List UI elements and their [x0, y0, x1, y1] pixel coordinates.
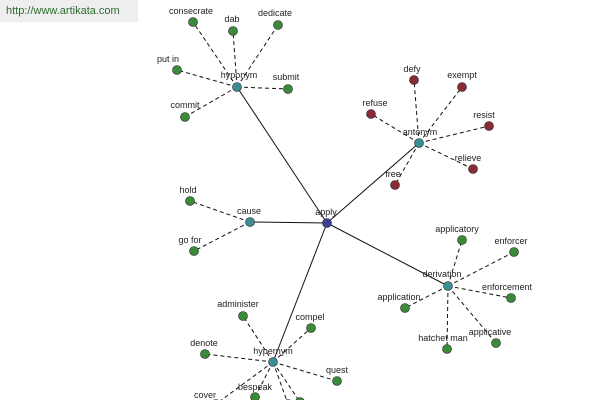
- edge-antonym-leaf: [394, 142, 420, 186]
- edge-hypernym-leaf: [204, 353, 274, 363]
- leaf-node[interactable]: [295, 397, 305, 400]
- leaf-node[interactable]: [506, 293, 516, 303]
- leaf-node[interactable]: [409, 75, 419, 85]
- edge-hypernym-leaf: [220, 361, 274, 400]
- leaf-label: consecrate: [169, 6, 213, 16]
- edge-antonym-leaf: [418, 142, 474, 170]
- edge-derivation-leaf: [447, 251, 515, 287]
- leaf-label: refuse: [362, 98, 387, 108]
- edge-antonym-leaf: [413, 79, 420, 144]
- category-label: hypernym: [253, 346, 293, 356]
- leaf-label: compel: [295, 312, 324, 322]
- leaf-label: bespeak: [238, 382, 273, 392]
- leaf-node[interactable]: [400, 303, 410, 313]
- leaf-node[interactable]: [457, 235, 467, 245]
- category-label: derivation: [422, 269, 461, 279]
- edge-derivation: [326, 222, 449, 287]
- leaf-node[interactable]: [180, 112, 190, 122]
- edge-antonym: [326, 142, 420, 224]
- leaf-node[interactable]: [189, 246, 199, 256]
- edge-antonym-leaf: [418, 86, 463, 144]
- leaf-label: applicatory: [435, 224, 479, 234]
- leaf-label: quest: [326, 365, 349, 375]
- leaf-label: put in: [157, 54, 179, 64]
- leaf-label: cover: [194, 390, 216, 400]
- edge-derivation-leaf: [446, 285, 449, 350]
- edge-antonym-leaf: [370, 113, 420, 144]
- edge-derivation-leaf: [447, 239, 463, 287]
- leaf-label: commit: [171, 100, 200, 110]
- category-label: antonym: [403, 127, 438, 137]
- leaf-node[interactable]: [188, 17, 198, 27]
- edge-hypernym-leaf: [272, 327, 312, 363]
- leaf-node[interactable]: [484, 121, 494, 131]
- edge-hypernym: [272, 222, 328, 363]
- leaf-node[interactable]: [273, 20, 283, 30]
- leaf-label: hold: [179, 185, 196, 195]
- edge-hypernym-leaf: [242, 315, 274, 363]
- edge-hypernym-leaf: [272, 361, 288, 400]
- leaf-label: exempt: [447, 70, 477, 80]
- edge-hypernym-leaf: [272, 361, 300, 400]
- center-node[interactable]: [322, 218, 332, 228]
- leaf-label: go for: [178, 235, 201, 245]
- category-node-hyponym[interactable]: [232, 82, 242, 92]
- leaf-node[interactable]: [200, 349, 210, 359]
- center-label: apply: [315, 207, 337, 217]
- leaf-node[interactable]: [185, 196, 195, 206]
- leaf-node[interactable]: [366, 109, 376, 119]
- leaf-label: enforcer: [494, 236, 527, 246]
- category-label: hyponym: [221, 70, 258, 80]
- leaf-node[interactable]: [442, 344, 452, 354]
- edge-hyponym-leaf: [176, 69, 238, 88]
- leaf-label: defy: [403, 64, 421, 74]
- edge-derivation-leaf: [447, 285, 497, 344]
- leaf-label: free: [385, 169, 401, 179]
- category-node-derivation[interactable]: [443, 281, 453, 291]
- leaf-label: dab: [224, 14, 239, 24]
- edge-hyponym-leaf: [192, 21, 238, 88]
- leaf-node[interactable]: [250, 392, 260, 400]
- edge-cause: [249, 221, 328, 224]
- leaf-node[interactable]: [238, 311, 248, 321]
- leaf-label: relieve: [455, 153, 482, 163]
- leaf-node[interactable]: [491, 338, 501, 348]
- leaf-label: enforcement: [482, 282, 533, 292]
- leaf-node[interactable]: [509, 247, 519, 257]
- category-label: cause: [237, 206, 261, 216]
- edge-antonym-leaf: [418, 125, 490, 144]
- edge-hyponym-leaf: [236, 24, 279, 88]
- leaf-label: resist: [473, 110, 495, 120]
- edge-hyponym-leaf: [232, 30, 238, 88]
- leaf-label: dedicate: [258, 8, 292, 18]
- leaf-node[interactable]: [390, 180, 400, 190]
- edge-hyponym: [236, 86, 328, 224]
- leaf-label: hatchet man: [418, 333, 468, 343]
- edge-derivation-leaf: [447, 285, 512, 299]
- leaf-label: denote: [190, 338, 218, 348]
- source-url-link[interactable]: http://www.artikata.com: [0, 0, 138, 22]
- leaf-node[interactable]: [332, 376, 342, 386]
- leaf-label: application: [377, 292, 420, 302]
- leaf-node[interactable]: [457, 82, 467, 92]
- leaf-node[interactable]: [172, 65, 182, 75]
- edge-cause-leaf: [193, 221, 251, 252]
- leaf-node[interactable]: [468, 164, 478, 174]
- category-node-antonym[interactable]: [414, 138, 424, 148]
- leaf-node[interactable]: [228, 26, 238, 36]
- leaf-node[interactable]: [283, 84, 293, 94]
- edge-derivation-leaf: [404, 285, 449, 309]
- leaf-label: applicative: [469, 327, 512, 337]
- edge-hyponym-leaf: [184, 86, 238, 118]
- category-node-cause[interactable]: [245, 217, 255, 227]
- edge-layer: [176, 21, 515, 400]
- leaf-node[interactable]: [306, 323, 316, 333]
- leaf-label: administer: [217, 299, 259, 309]
- edge-hyponym-leaf: [236, 86, 289, 90]
- leaf-label: submit: [273, 72, 300, 82]
- category-node-hypernym[interactable]: [268, 357, 278, 367]
- edge-cause-leaf: [189, 200, 251, 223]
